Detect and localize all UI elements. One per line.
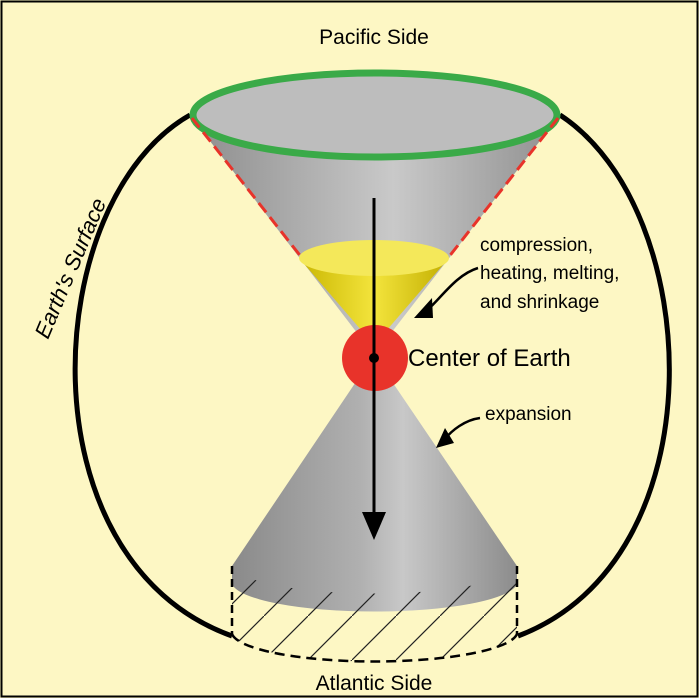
compression-label: compression, heating, melting, and shrin… bbox=[480, 235, 625, 313]
expansion-pointer-head bbox=[436, 428, 454, 448]
dashed-edge-left bbox=[190, 117, 304, 259]
earth-outline-left bbox=[72, 112, 233, 639]
compression-line-2: heating, melting, bbox=[480, 263, 619, 284]
atlantic-side-label: Atlantic Side bbox=[316, 672, 433, 695]
upper-cone-top bbox=[193, 73, 557, 157]
pacific-side-label: Pacific Side bbox=[319, 26, 429, 49]
vertical-arrow-head bbox=[362, 512, 386, 540]
compression-pointer-head bbox=[414, 298, 433, 318]
compression-line-1: compression, bbox=[480, 235, 593, 256]
dashed-edge-right bbox=[446, 117, 560, 259]
earth-outline-right bbox=[517, 112, 672, 639]
center-point bbox=[369, 353, 379, 363]
hatched-region bbox=[232, 566, 517, 662]
center-of-earth-label: Center of Earth bbox=[408, 345, 571, 372]
expansion-label: expansion bbox=[485, 404, 572, 425]
pacific-rim bbox=[189, 69, 561, 161]
earth-surface-label: Earth's Surface bbox=[30, 194, 112, 342]
compression-line-3: and shrinkage bbox=[480, 292, 599, 313]
hatch-bottom-edge bbox=[230, 633, 519, 663]
